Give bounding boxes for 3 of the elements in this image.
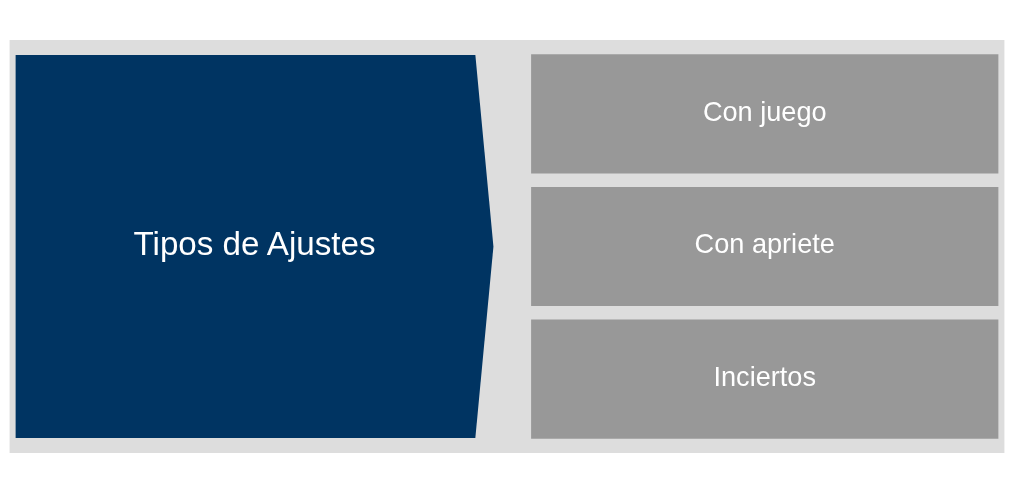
node-box: Inciertos	[530, 319, 998, 439]
node-box: Con juego	[530, 54, 998, 174]
node-box: Con apriete	[530, 186, 998, 307]
